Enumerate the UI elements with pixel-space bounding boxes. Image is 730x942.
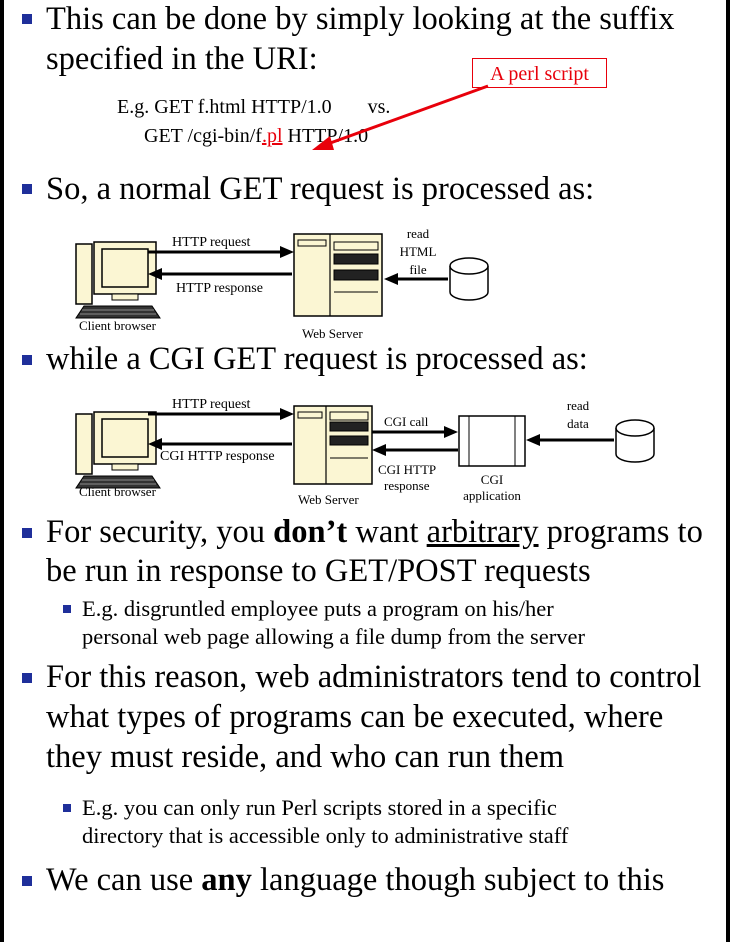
normal-get-diagram: HTTP request HTTP response Client browse…	[75, 226, 489, 341]
bullet-marker	[22, 876, 32, 886]
bullet-4-line-1: For security, you don’t want arbitrary p…	[46, 514, 703, 550]
html-label: HTML	[400, 244, 437, 259]
bullet-4-line-2: be run in response to GET/POST requests	[46, 553, 591, 589]
callout-arrow	[312, 84, 489, 150]
read-label: read	[567, 398, 590, 413]
bullet-5-line-2: what types of programs can be executed, …	[46, 699, 664, 735]
sub-bullet-marker	[63, 804, 71, 812]
cgi-get-diagram: HTTP request CGI HTTP response Client br…	[75, 397, 655, 507]
web-server-label: Web Server	[302, 326, 363, 341]
response-label: response	[384, 478, 430, 493]
http-request-label: HTTP request	[172, 235, 251, 250]
emphasis-any: any	[201, 862, 252, 898]
database-icon	[449, 257, 489, 301]
web-server-label: Web Server	[298, 492, 359, 507]
client-computer-icon	[75, 241, 161, 319]
bullet-marker	[22, 14, 32, 24]
sub-bullet-4-line-1: E.g. disgruntled employee puts a program…	[82, 596, 554, 621]
database-icon	[615, 419, 655, 463]
web-server-icon	[293, 405, 373, 485]
bullet-5-line-3: they must reside, and who can run them	[46, 739, 565, 775]
example-vs: vs.	[367, 96, 391, 118]
bullet-marker	[22, 355, 32, 365]
file-label: file	[409, 262, 427, 277]
bullet-1-line-1: This can be done by simply looking at th…	[46, 1, 675, 37]
http-request-label: HTTP request	[172, 397, 251, 412]
bullet-1-line-2: specified in the URI:	[46, 41, 318, 77]
left-border	[0, 0, 4, 942]
client-browser-label: Client browser	[79, 318, 157, 333]
emphasis-arbitrary: arbitrary	[426, 514, 539, 550]
example-cgi-path: GET /cgi-bin/f	[144, 125, 262, 147]
bullet-3-text: while a CGI GET request is processed as:	[46, 341, 588, 377]
bullet-marker	[22, 528, 32, 538]
right-border	[726, 0, 730, 942]
application-label: application	[463, 488, 521, 503]
example-line-2: GET /cgi-bin/f.pl HTTP/1.0	[144, 124, 368, 148]
bullet-5-line-1: For this reason, web administrators tend…	[46, 659, 702, 695]
client-browser-label: Client browser	[79, 484, 157, 499]
read-label: read	[407, 226, 430, 241]
perl-script-callout: A perl script	[472, 58, 607, 88]
sub-bullet-4-line-2: personal web page allowing a file dump f…	[82, 624, 585, 649]
cgi-http-label: CGI HTTP	[378, 462, 436, 477]
cgi-call-label: CGI call	[384, 414, 429, 429]
sub-bullet-5-line-2: directory that is accessible only to adm…	[82, 823, 569, 848]
example-http-version: HTTP/1.0	[282, 125, 369, 147]
example-pl-extension: .pl	[261, 125, 283, 147]
cgi-http-response-label: CGI HTTP response	[160, 449, 275, 464]
bullet-marker	[22, 184, 32, 194]
cgi-label: CGI	[481, 472, 503, 487]
bullet-2-text: So, a normal GET request is processed as…	[46, 171, 595, 207]
sub-bullet-5-line-1: E.g. you can only run Perl scripts store…	[82, 795, 557, 820]
data-label: data	[567, 416, 589, 431]
emphasis-dont: don’t	[273, 514, 348, 550]
web-server-icon	[293, 233, 383, 317]
example-get-html: E.g. GET f.html HTTP/1.0	[117, 96, 332, 118]
cgi-application-box	[458, 415, 526, 467]
bullet-6-text: We can use any language though subject t…	[46, 862, 665, 898]
http-response-label: HTTP response	[176, 281, 263, 296]
example-line-1: E.g. GET f.html HTTP/1.0 vs.	[117, 95, 390, 119]
client-computer-icon	[75, 411, 161, 489]
bullet-marker	[22, 673, 32, 683]
sub-bullet-marker	[63, 605, 71, 613]
